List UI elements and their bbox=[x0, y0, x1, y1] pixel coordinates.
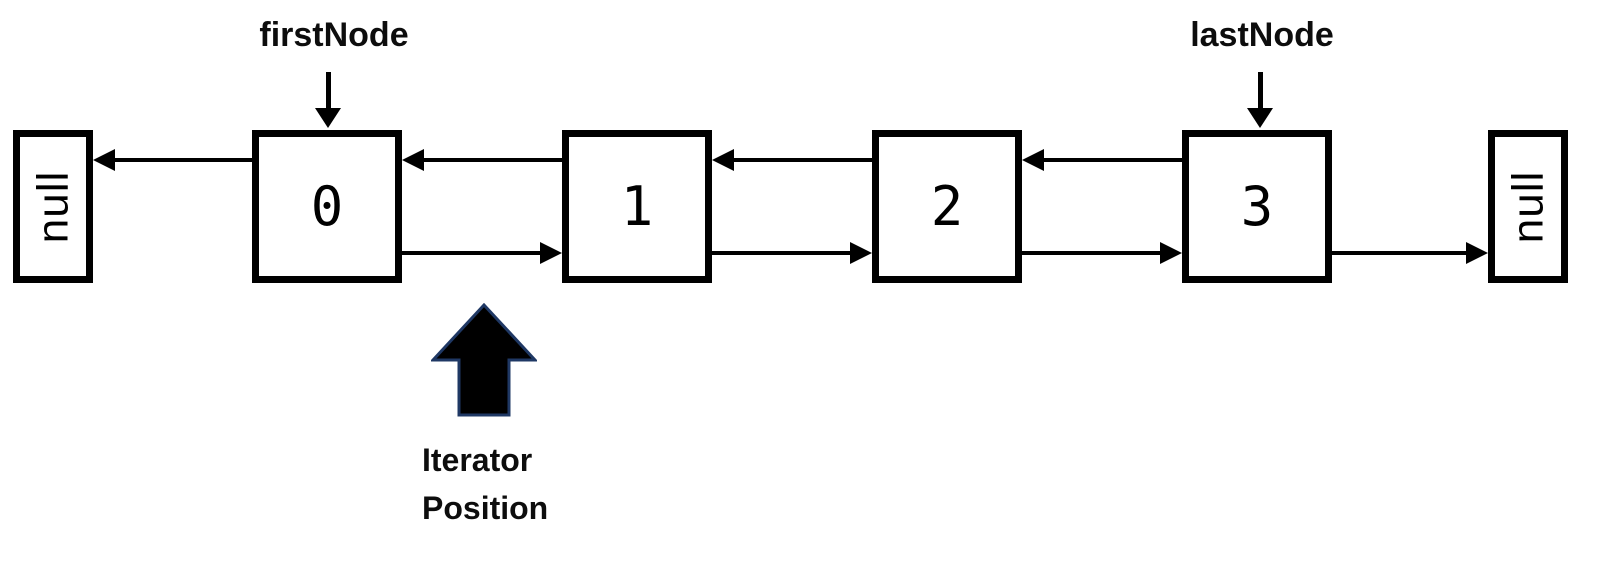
arrow-shaft bbox=[1042, 158, 1182, 162]
arrow-shaft bbox=[402, 251, 540, 255]
arrow-head-left-icon bbox=[402, 149, 424, 171]
null-box-left: null bbox=[13, 130, 93, 283]
node-value: 0 bbox=[310, 174, 344, 238]
arrow-shaft bbox=[326, 72, 331, 112]
null-box-right: null bbox=[1488, 130, 1568, 283]
arrow-head-right-icon bbox=[1160, 242, 1182, 264]
iterator-position-label: Iterator Position bbox=[422, 436, 548, 532]
arrow-shaft bbox=[712, 251, 850, 255]
arrow-head-left-icon bbox=[712, 149, 734, 171]
node-value: 3 bbox=[1240, 174, 1274, 238]
arrow-shaft bbox=[422, 158, 562, 162]
arrow-head-right-icon bbox=[1466, 242, 1488, 264]
node-value: 2 bbox=[930, 174, 964, 238]
arrow-shaft bbox=[113, 158, 252, 162]
arrow-head-left-icon bbox=[1022, 149, 1044, 171]
iterator-label-line2: Position bbox=[422, 490, 549, 526]
node-value: 1 bbox=[620, 174, 654, 238]
iterator-up-arrow-icon bbox=[431, 303, 537, 417]
last-node-label: lastNode bbox=[1190, 16, 1334, 54]
arrow-shaft bbox=[1022, 251, 1160, 255]
arrow-shaft bbox=[732, 158, 872, 162]
iterator-label-line1: Iterator bbox=[422, 442, 533, 478]
arrow-head-down-icon bbox=[315, 108, 341, 128]
arrow-head-left-icon bbox=[93, 149, 115, 171]
arrow-shaft bbox=[1258, 72, 1263, 112]
arrow-head-right-icon bbox=[540, 242, 562, 264]
list-node-1: 1 bbox=[562, 130, 712, 283]
arrow-shaft bbox=[1332, 251, 1466, 255]
null-label: null bbox=[1503, 170, 1552, 243]
list-node-0: 0 bbox=[252, 130, 402, 283]
arrow-head-right-icon bbox=[850, 242, 872, 264]
first-node-label: firstNode bbox=[259, 16, 409, 54]
list-node-2: 2 bbox=[872, 130, 1022, 283]
null-label: null bbox=[28, 170, 77, 243]
list-node-3: 3 bbox=[1182, 130, 1332, 283]
arrow-head-down-icon bbox=[1247, 108, 1273, 128]
